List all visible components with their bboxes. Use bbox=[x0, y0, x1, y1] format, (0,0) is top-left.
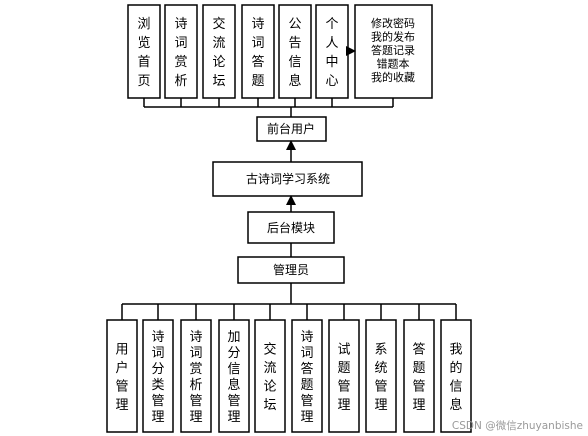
backend-label: 后台模块 bbox=[267, 220, 315, 235]
top-module-label: 交流论坛 bbox=[212, 16, 225, 89]
admin-module-label: 答题管理 bbox=[412, 341, 425, 413]
top-module-label: 诗词答题 bbox=[251, 17, 264, 89]
admin-module-box-answer-management bbox=[403, 319, 435, 433]
admin-box bbox=[237, 256, 345, 284]
module-box-browse-home bbox=[127, 4, 161, 99]
top-module-label: 个人中心 bbox=[325, 17, 338, 89]
admin-module-label: 诗词答题管理 bbox=[300, 330, 313, 425]
front-user-label: 前台用户 bbox=[267, 121, 315, 136]
admin-module-box-system-management bbox=[365, 319, 397, 433]
top-module-label: 公告信息 bbox=[288, 17, 301, 89]
admin-module-label: 试题管理 bbox=[337, 342, 350, 413]
top-module-labels: 浏览首页 诗词赏析 交流论坛 诗词答题 公告信息 个人中心 bbox=[137, 16, 338, 89]
admin-module-label: 用户管理 bbox=[115, 342, 128, 413]
admin-module-box-appreciation-management bbox=[180, 319, 212, 433]
module-box-poem-quiz bbox=[241, 4, 275, 99]
top-module-label: 诗词赏析 bbox=[174, 17, 187, 89]
personal-center-item: 我的发布 bbox=[371, 30, 415, 44]
admin-module-box-bonus-management bbox=[218, 319, 250, 433]
admin-module-labels: 用户管理 诗词分类管理 诗词赏析管理 加分信息管理 交流论坛 诗词答题管理 试题管理 系统管理… bbox=[115, 330, 462, 425]
admin-module-box-user-management bbox=[106, 319, 138, 433]
admin-module-box-category-management bbox=[142, 319, 174, 433]
personal-center-item: 修改密码 bbox=[371, 16, 415, 30]
top-module-label: 浏览首页 bbox=[137, 16, 150, 89]
admin-module-label: 系统管理 bbox=[374, 342, 387, 413]
system-box bbox=[212, 161, 363, 197]
admin-module-label: 加分信息管理 bbox=[227, 330, 240, 425]
admin-module-box-quiz-management bbox=[291, 319, 323, 433]
personal-center-item: 我的收藏 bbox=[371, 70, 415, 84]
backend-box bbox=[247, 211, 335, 244]
admin-module-label: 我的信息 bbox=[449, 342, 462, 413]
admin-module-box-question-management bbox=[328, 319, 360, 433]
module-box-personal-center bbox=[315, 4, 349, 99]
watermark: CSDN @微信zhuyanbishe bbox=[452, 419, 583, 432]
admin-module-label: 诗词赏析管理 bbox=[189, 330, 202, 425]
personal-center-item: 答题记录 bbox=[371, 43, 415, 57]
admin-label: 管理员 bbox=[273, 262, 309, 277]
admin-module-label: 诗词分类管理 bbox=[151, 330, 164, 425]
admin-module-label: 交流论坛 bbox=[263, 341, 276, 413]
admin-module-box-forum bbox=[254, 319, 286, 433]
admin-module-box-my-info bbox=[440, 319, 472, 433]
system-label: 古诗词学习系统 bbox=[246, 171, 330, 186]
module-box-poem-appreciation bbox=[164, 4, 198, 99]
personal-center-item: 错题本 bbox=[377, 57, 410, 71]
